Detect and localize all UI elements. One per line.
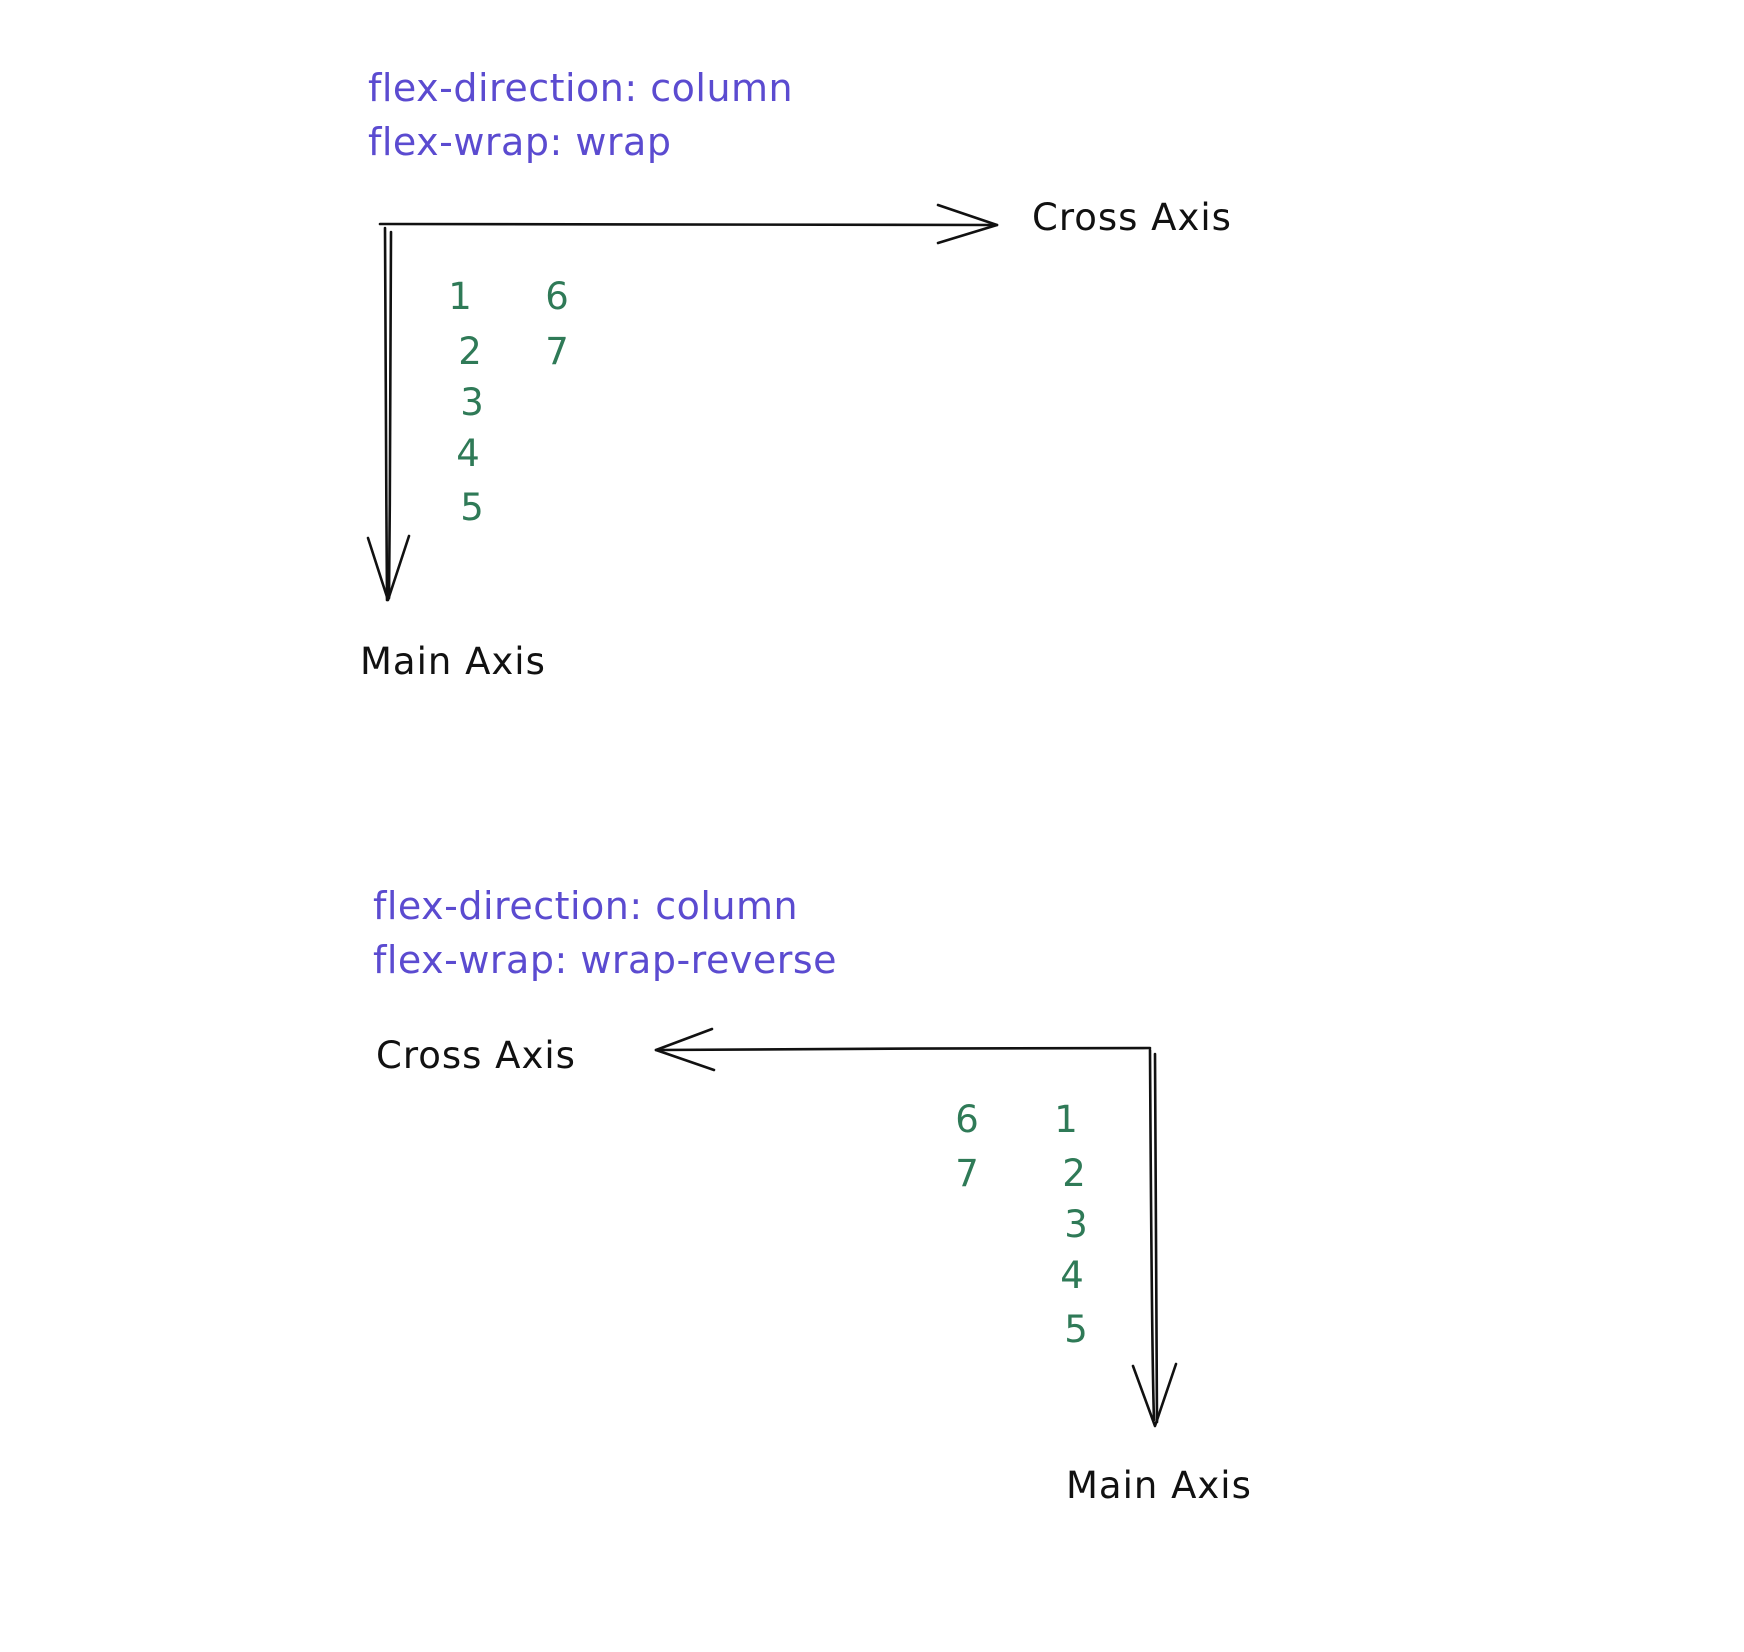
cross-axis-arrow-line: [654, 1046, 1152, 1052]
flex-item-2: 2: [1062, 1152, 1086, 1195]
flex-item-7: 7: [545, 330, 569, 373]
code-line-flex-wrap: flex-wrap: wrap: [368, 120, 672, 164]
main-axis-arrow-line-double: [1153, 1052, 1159, 1424]
flex-item-6: 6: [545, 275, 569, 318]
main-axis-label: Main Axis: [360, 640, 546, 683]
main-axis-arrow-line: [383, 226, 389, 602]
cross-axis-arrow-line: [378, 222, 999, 227]
main-axis-label: Main Axis: [1066, 1464, 1252, 1507]
flex-item-1: 1: [1054, 1098, 1078, 1141]
cross-axis-arrow-head: [654, 1027, 716, 1072]
flex-item-1: 1: [448, 275, 472, 318]
cross-axis-arrow-head: [936, 203, 999, 245]
main-axis-arrow-line: [1148, 1048, 1156, 1422]
flex-item-6: 6: [955, 1098, 979, 1141]
code-line-flex-wrap: flex-wrap: wrap-reverse: [373, 938, 837, 982]
main-axis-arrow-line-double: [387, 230, 393, 600]
flex-item-5: 5: [1064, 1308, 1088, 1351]
diagram-wrap: flex-direction: column flex-wrap: wrap C…: [0, 0, 1744, 800]
cross-axis-label: Cross Axis: [376, 1034, 576, 1077]
flex-item-4: 4: [456, 432, 480, 475]
main-axis-arrow-head: [1131, 1362, 1178, 1428]
code-line-flex-direction: flex-direction: column: [368, 66, 794, 110]
cross-axis-label: Cross Axis: [1032, 196, 1232, 239]
flex-item-3: 3: [460, 381, 484, 424]
flex-item-5: 5: [460, 486, 484, 529]
main-axis-arrow-head: [366, 534, 411, 602]
flex-item-7: 7: [955, 1152, 979, 1195]
flex-item-3: 3: [1064, 1203, 1088, 1246]
axis-arrows: [654, 1027, 1178, 1428]
axis-arrows: [366, 203, 999, 602]
code-line-flex-direction: flex-direction: column: [373, 884, 799, 928]
flex-item-4: 4: [1060, 1254, 1084, 1297]
diagram-wrap-reverse: flex-direction: column flex-wrap: wrap-r…: [0, 800, 1744, 1652]
flex-item-2: 2: [458, 330, 482, 373]
